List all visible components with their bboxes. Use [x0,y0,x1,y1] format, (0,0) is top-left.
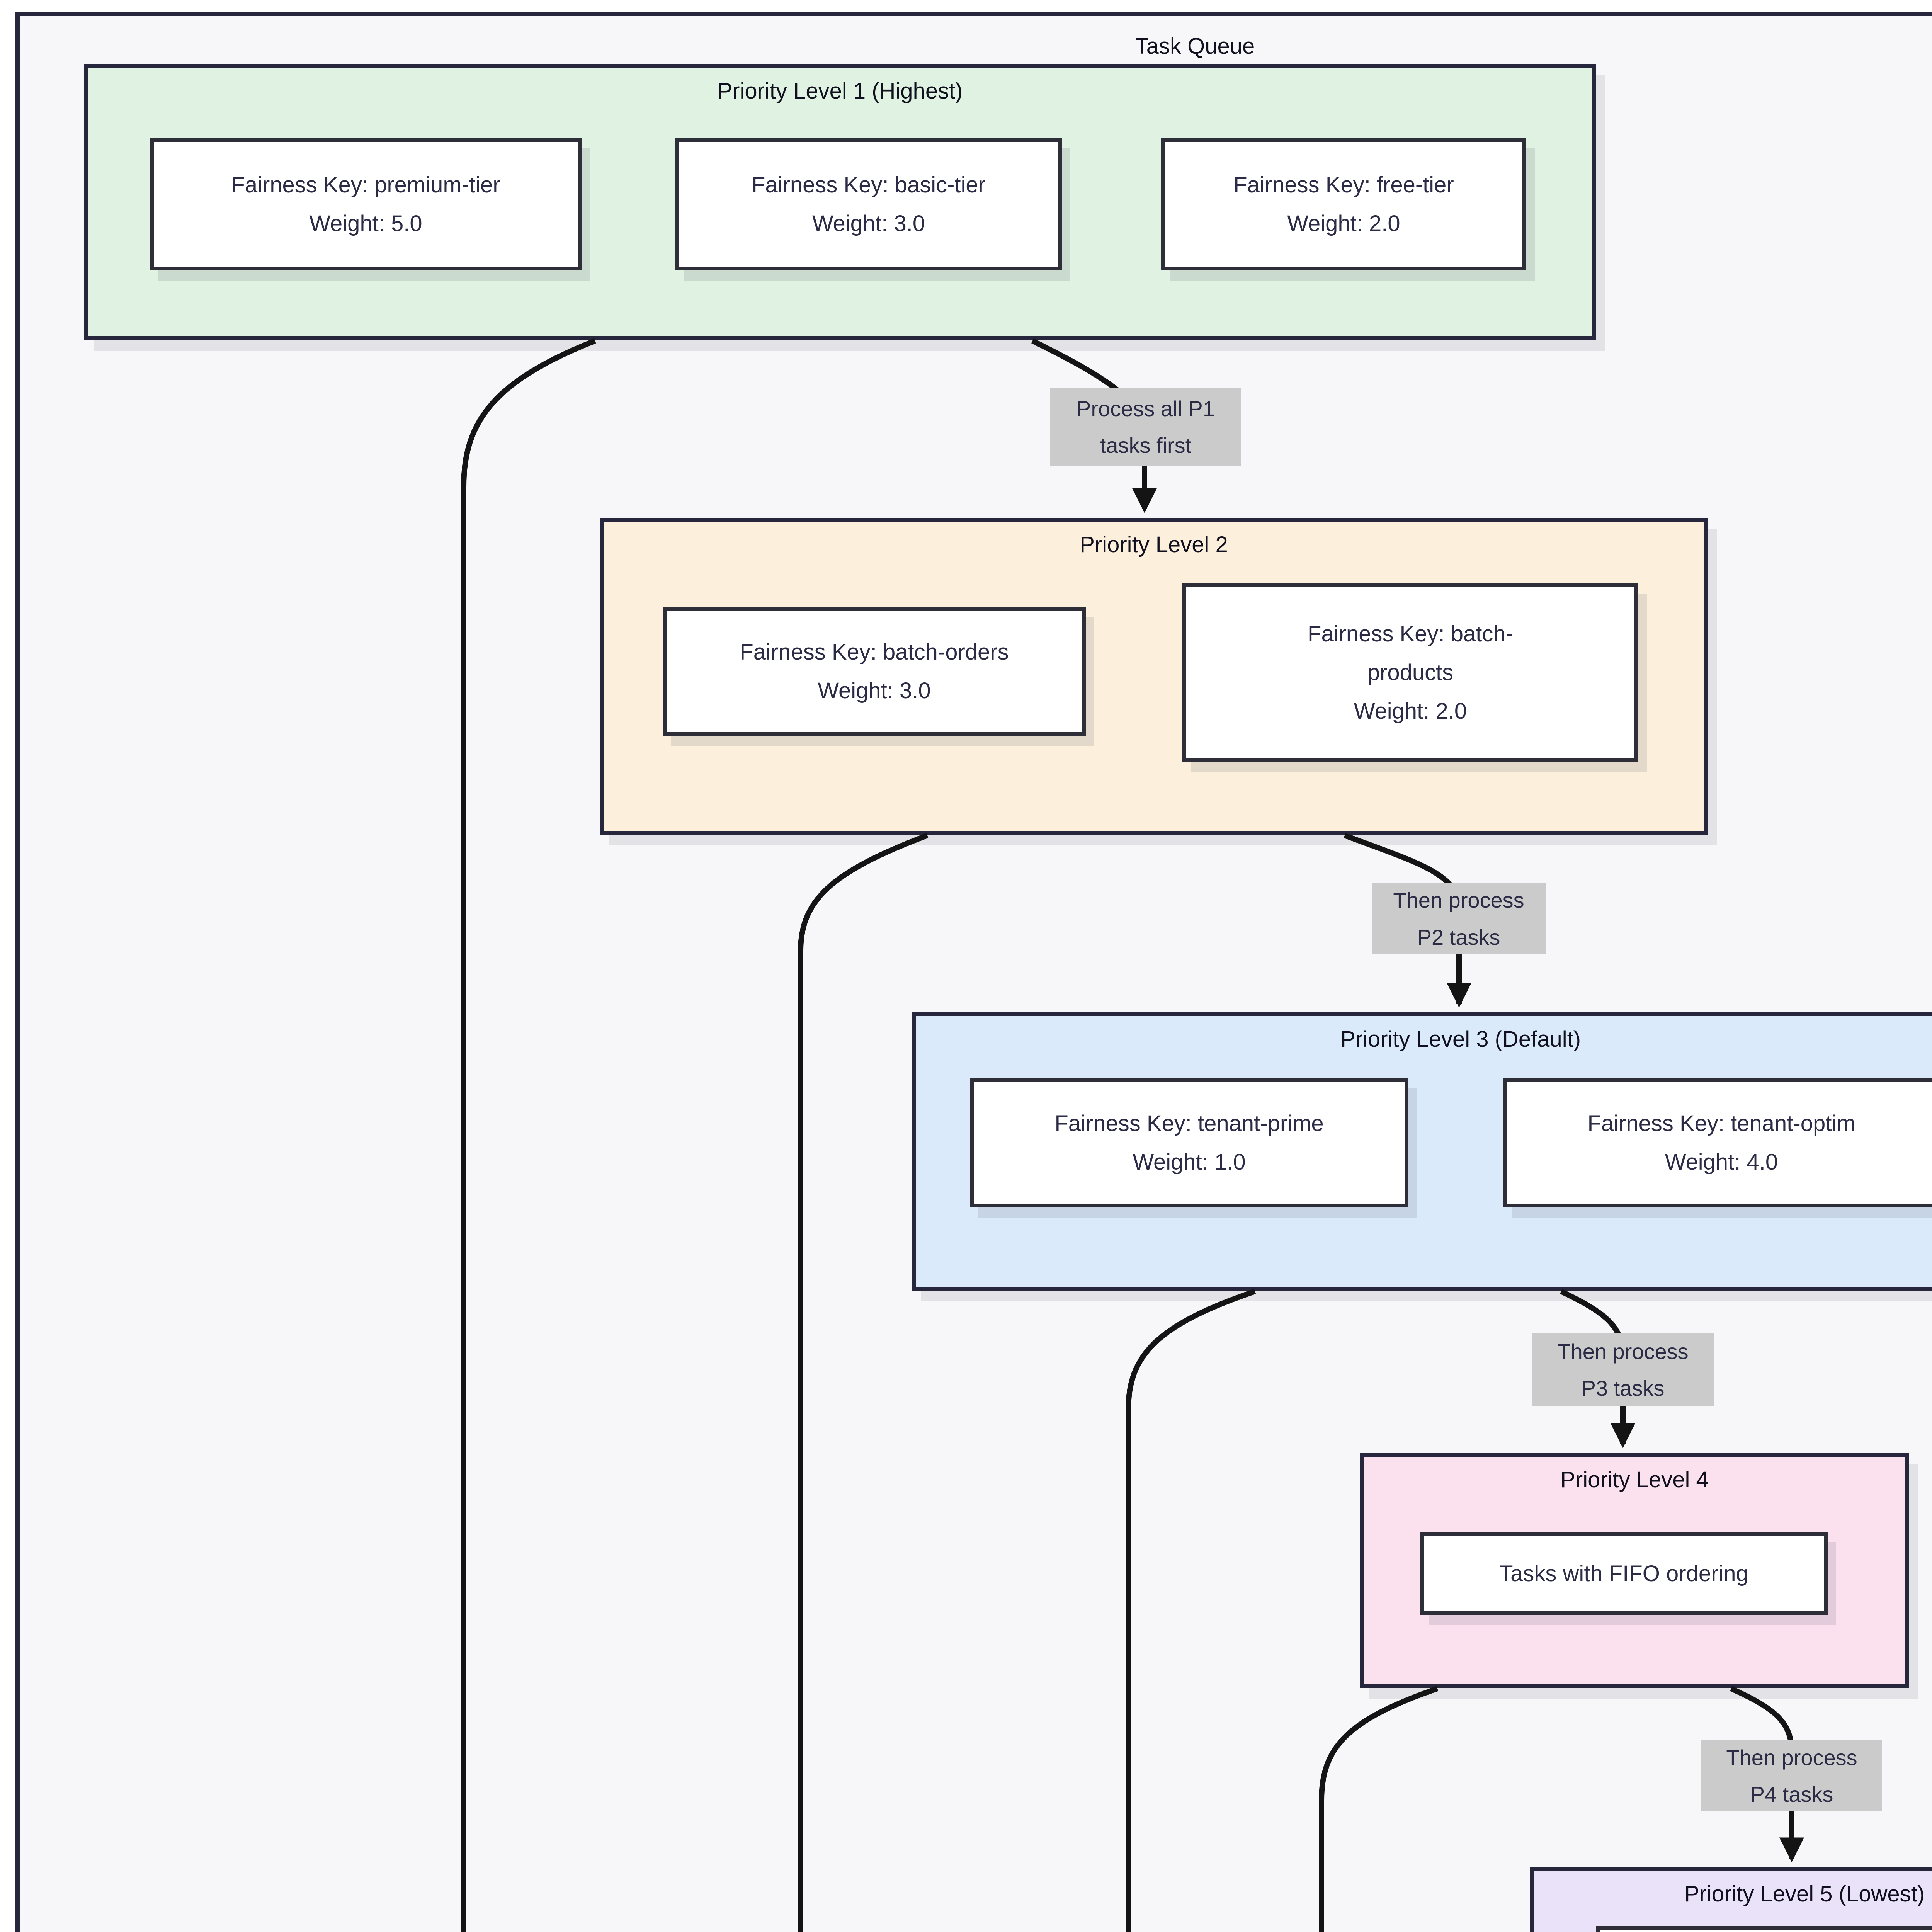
node-text-line: Weight: 4.0 [1665,1149,1778,1175]
node-text-line: Weight: 3.0 [818,678,931,703]
node-text-line: Fairness Key: tenant-optim [1587,1111,1855,1136]
node-text-line: Weight: 1.0 [1133,1149,1246,1175]
edge-label-then-process-p2: Then process P2 tasks [1372,883,1546,954]
node-text-line: Weight: 2.0 [1354,698,1467,724]
edge-label-line: Process all P1 [1077,396,1215,421]
priority-level-4-label: Priority Level 4 [1560,1467,1709,1492]
edge-label-line: Then process [1557,1339,1689,1364]
subgraph-priority-level-3: Priority Level 3 (Default) Fairness Key:… [912,1012,1932,1291]
task-queue-title: Task Queue [1135,34,1255,59]
node-fifo-p5: Tasks with FIFO ordering [1596,1926,1932,1932]
node-basic-tier: Fairness Key: basic-tier Weight: 3.0 [675,138,1062,270]
subgraph-priority-level-5: Priority Level 5 (Lowest) Tasks with FIF… [1530,1867,1932,1932]
node-premium-tier: Fairness Key: premium-tier Weight: 5.0 [150,138,582,270]
subgraph-priority-level-1: Priority Level 1 (Highest) Fairness Key:… [84,64,1596,340]
node-text-line: Weight: 2.0 [1287,211,1400,236]
node-batch-products: Fairness Key: batch- products Weight: 2.… [1182,583,1638,762]
priority-level-3-label: Priority Level 3 (Default) [1340,1027,1581,1052]
edge-label-line: Then process [1726,1745,1857,1770]
node-text-line: Fairness Key: batch- [1308,621,1513,647]
node-fifo-p4: Tasks with FIFO ordering [1420,1532,1828,1615]
node-text-line: Tasks with FIFO ordering [1499,1561,1748,1586]
node-text-line: Fairness Key: batch-orders [740,639,1009,665]
subgraph-priority-level-4: Priority Level 4 Tasks with FIFO orderin… [1360,1453,1909,1688]
edge-label-then-process-p3: Then process P3 tasks [1532,1333,1714,1406]
node-text-line: Fairness Key: tenant-prime [1054,1111,1324,1136]
priority-level-2-label: Priority Level 2 [1080,532,1228,557]
edge-label-line: P4 tasks [1750,1782,1833,1806]
edge-label-line: P2 tasks [1417,925,1500,949]
node-text-line: Weight: 5.0 [309,211,422,236]
node-text-line: Fairness Key: free-tier [1233,172,1454,198]
edge-label-line: tasks first [1100,433,1192,457]
node-text-line: Fairness Key: premium-tier [231,172,500,198]
edge-label-then-process-p4: Then process P4 tasks [1701,1740,1882,1811]
node-free-tier: Fairness Key: free-tier Weight: 2.0 [1161,138,1526,270]
priority-level-5-label: Priority Level 5 (Lowest) [1684,1881,1925,1906]
edge-label-process-all-p1: Process all P1 tasks first [1050,388,1241,466]
node-text-line: Fairness Key: basic-tier [752,172,986,198]
subgraph-priority-level-2: Priority Level 2 Fairness Key: batch-ord… [600,518,1708,835]
edge-label-line: P3 tasks [1581,1376,1665,1400]
node-tenant-optim: Fairness Key: tenant-optim Weight: 4.0 [1503,1078,1932,1208]
priority-level-1-label: Priority Level 1 (Highest) [717,78,963,104]
node-tenant-prime: Fairness Key: tenant-prime Weight: 1.0 [970,1078,1408,1208]
edge-label-line: Then process [1393,888,1524,913]
node-batch-orders: Fairness Key: batch-orders Weight: 3.0 [663,607,1086,736]
node-text-line: Weight: 3.0 [812,211,925,236]
node-text-line: products [1367,660,1454,685]
